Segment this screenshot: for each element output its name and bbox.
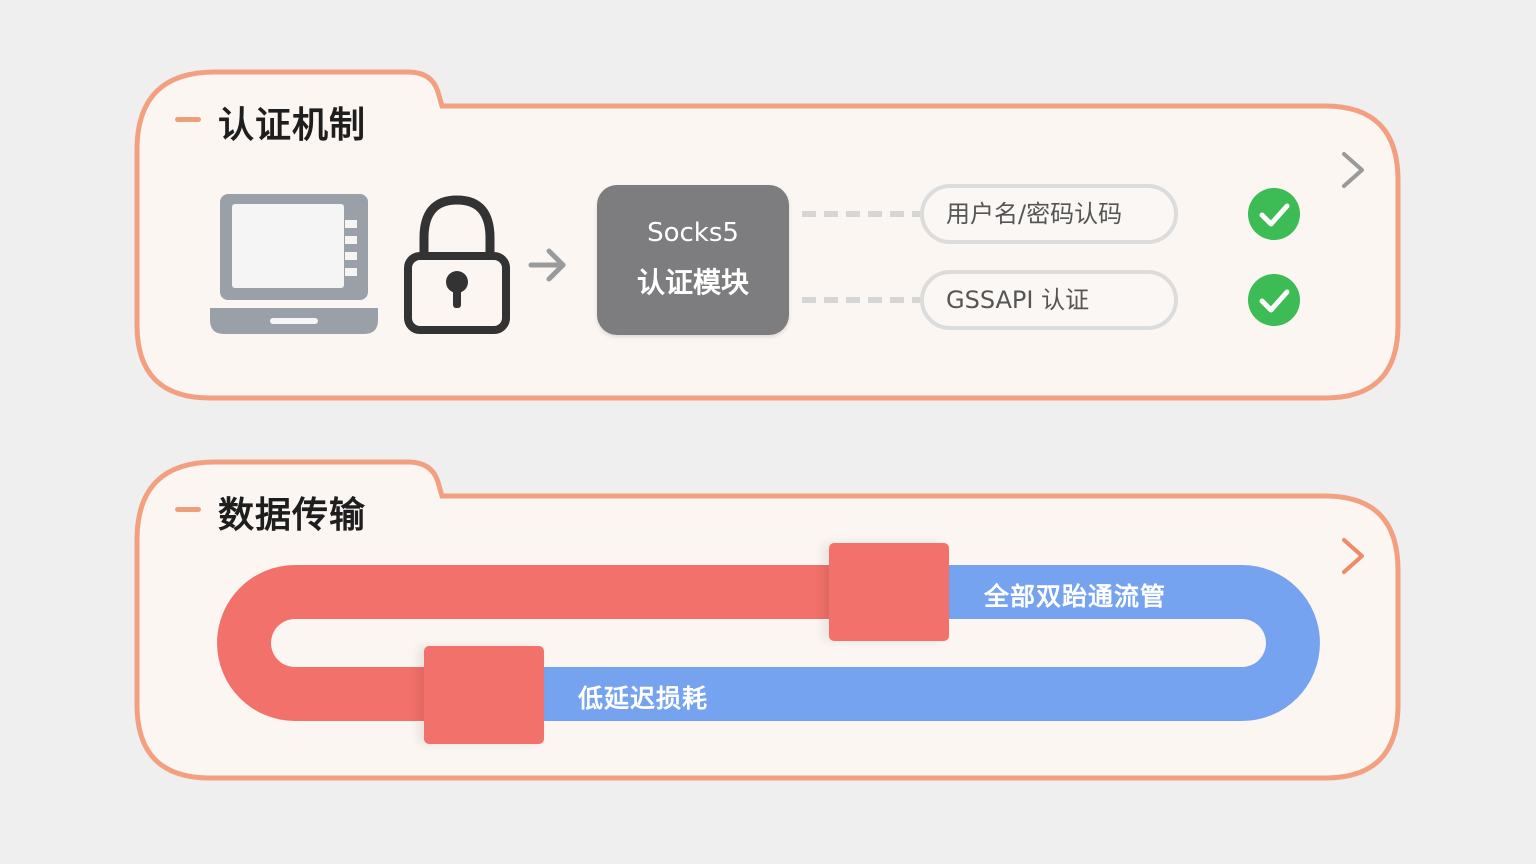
laptop-icon	[210, 194, 378, 334]
title-dash	[175, 507, 201, 512]
method-gssapi-auth[interactable]: GSSAPI 认证	[920, 270, 1178, 330]
module-subtitle: 认证模块	[636, 266, 749, 299]
transfer-panel-title: 数据传输	[218, 495, 367, 536]
checkmark-icon	[1248, 188, 1300, 240]
module-name: Socks5	[647, 218, 739, 248]
title-dash	[175, 117, 201, 122]
dashed-connectors	[802, 211, 920, 303]
pipe-upper-label: 全部双跆通流管	[984, 582, 1167, 611]
pipe-lower-label: 低延迟损耗	[578, 684, 709, 713]
padlock-icon	[404, 195, 510, 334]
auth-panel-title: 认证机制	[218, 105, 367, 146]
checkmark-icon	[1248, 274, 1300, 326]
chevron-right-icon[interactable]	[1338, 536, 1368, 576]
chevron-right-icon[interactable]	[1338, 150, 1368, 190]
socks5-auth-module: Socks5 认证模块	[597, 185, 789, 335]
method-password-auth[interactable]: 用户名/密码认码	[920, 184, 1178, 244]
pipe-segment-block	[829, 543, 949, 641]
pipe-segment-block	[424, 646, 544, 744]
arrow-right-icon	[528, 248, 566, 282]
